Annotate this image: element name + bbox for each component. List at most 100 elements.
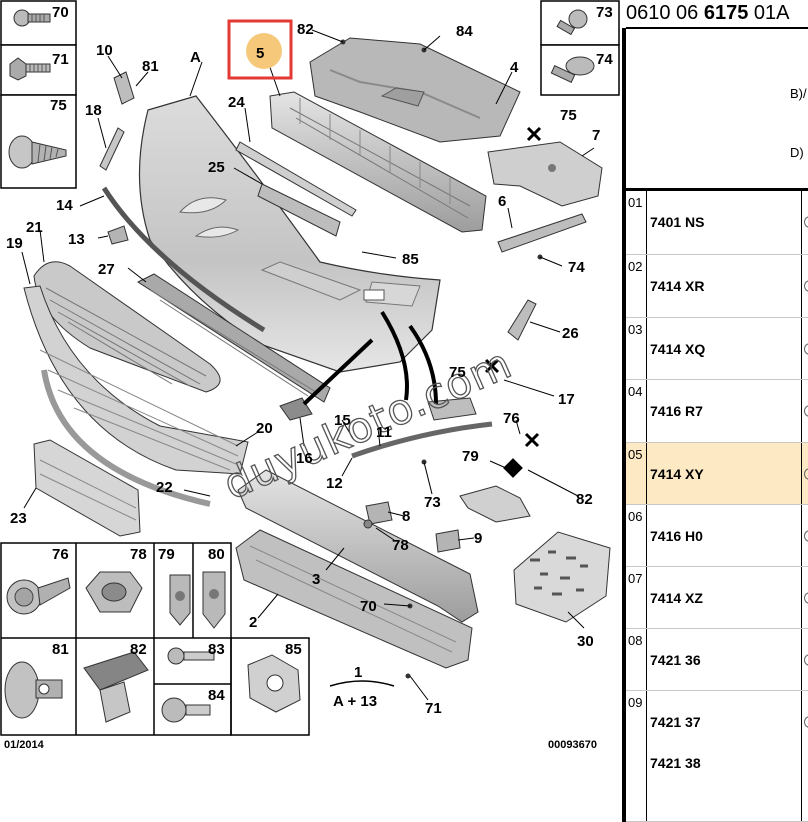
callout-6: 6 bbox=[498, 193, 506, 210]
part-reference[interactable]: 7416 R7 bbox=[650, 403, 703, 419]
box-number-81: 81 bbox=[52, 641, 69, 658]
row-status-icon bbox=[804, 405, 808, 417]
callout-82: 82 bbox=[576, 491, 593, 508]
fastener-grid-bottom bbox=[0, 542, 301, 736]
table-row[interactable]: 02 7414 XR bbox=[626, 255, 808, 318]
speed-nut-85-icon bbox=[247, 654, 301, 713]
fastener-82-icon bbox=[83, 651, 149, 723]
callout-7: 7 bbox=[592, 127, 600, 144]
callout-71: 71 bbox=[425, 700, 442, 717]
part-reference[interactable]: 7421 36 bbox=[650, 652, 701, 668]
part-24-strip bbox=[235, 141, 357, 217]
callout-25: 25 bbox=[208, 159, 225, 176]
cross-marker-76 bbox=[524, 432, 540, 448]
note-d: D) bbox=[790, 145, 804, 160]
callout-81: 81 bbox=[142, 58, 159, 75]
callout-11: 11 bbox=[376, 424, 392, 441]
row-status-icon bbox=[804, 468, 808, 480]
part-reference[interactable]: 7414 XY bbox=[650, 466, 704, 482]
marker-79 bbox=[503, 458, 523, 478]
part-18-trim bbox=[99, 127, 125, 171]
callout-A-13: A + 13 bbox=[333, 693, 377, 710]
fastener-box-70 bbox=[0, 0, 77, 46]
callout-9: 9 bbox=[474, 530, 482, 547]
screw-icon bbox=[556, 9, 588, 36]
callout-21: 21 bbox=[26, 219, 43, 236]
callout-75: 75 bbox=[50, 97, 67, 114]
callout-75: 75 bbox=[560, 107, 577, 124]
callout-12: 12 bbox=[326, 475, 343, 492]
screw-icon bbox=[13, 9, 51, 27]
callout-1: 1 bbox=[354, 664, 362, 681]
row-index: 05 bbox=[628, 447, 643, 462]
row-index: 08 bbox=[628, 633, 643, 648]
part-reference[interactable]: 7414 XQ bbox=[650, 341, 706, 357]
box-number-82: 82 bbox=[130, 641, 147, 658]
callout-84: 84 bbox=[456, 23, 473, 40]
callout-18: 18 bbox=[85, 102, 102, 119]
part-reference[interactable]: 7414 XZ bbox=[650, 590, 703, 606]
callout-71: 71 bbox=[52, 51, 69, 68]
assembly-bracket bbox=[329, 680, 395, 687]
part-reference[interactable]: 7401 NS bbox=[650, 214, 705, 230]
callout-8: 8 bbox=[402, 508, 410, 525]
callout-2: 2 bbox=[249, 614, 257, 631]
row-index: 02 bbox=[628, 259, 643, 274]
part-22-chrome-strip bbox=[41, 369, 211, 507]
reference-code: 0610 06 6175 01A bbox=[626, 2, 790, 24]
part-26-trim bbox=[507, 299, 537, 341]
row-status-icon bbox=[804, 716, 808, 728]
box-number-83: 83 bbox=[208, 641, 225, 658]
part-82-bracket bbox=[459, 485, 531, 523]
table-row[interactable]: 08 7421 36 bbox=[626, 629, 808, 691]
box-number-85: 85 bbox=[285, 641, 302, 658]
part-12-trim bbox=[351, 421, 493, 459]
part-15-cover bbox=[427, 397, 477, 421]
callout-3: 3 bbox=[312, 571, 320, 588]
callout-26: 26 bbox=[562, 325, 579, 342]
box-number-80: 80 bbox=[208, 546, 225, 563]
part-reference[interactable]: 7421 37 bbox=[650, 714, 701, 730]
table-row[interactable]: 05 7414 XY bbox=[626, 443, 808, 505]
selected-part-highlight bbox=[227, 19, 293, 80]
row-status-icon bbox=[804, 343, 808, 355]
part-3-beam bbox=[237, 469, 479, 623]
callout-73: 73 bbox=[424, 494, 441, 511]
row-status-icon bbox=[804, 216, 808, 228]
rivet-83-icon bbox=[167, 647, 215, 665]
fastener-box-73 bbox=[540, 0, 620, 46]
callout-23: 23 bbox=[10, 510, 27, 527]
part-30-clip-kit bbox=[513, 531, 611, 623]
callout-85: 85 bbox=[402, 251, 419, 268]
callout-20: 20 bbox=[256, 420, 273, 437]
part-reference[interactable]: 7421 38 bbox=[650, 755, 701, 771]
box-number-79: 79 bbox=[158, 546, 175, 563]
callout-15: 15 bbox=[334, 412, 351, 429]
callout-24: 24 bbox=[228, 94, 245, 111]
rivet-81-icon bbox=[4, 661, 63, 719]
callout-79: 79 bbox=[462, 448, 479, 465]
part-10-bracket bbox=[113, 71, 135, 105]
part-13-clip bbox=[107, 225, 129, 245]
callout-22: 22 bbox=[156, 479, 173, 496]
part-4-undertray bbox=[309, 37, 521, 143]
fastener-box-71 bbox=[0, 44, 77, 96]
part-9-clip bbox=[435, 529, 461, 553]
row-status-icon bbox=[804, 654, 808, 666]
part-6-guide bbox=[497, 213, 587, 253]
screw-84-icon bbox=[161, 697, 211, 723]
fastener-box-75 bbox=[0, 94, 77, 189]
callout-76: 76 bbox=[503, 410, 520, 427]
part-reference[interactable]: 7414 XR bbox=[650, 278, 705, 294]
row-status-icon bbox=[804, 530, 808, 542]
part-reference[interactable]: 7416 H0 bbox=[650, 528, 703, 544]
fastener-box-85 bbox=[230, 637, 310, 736]
